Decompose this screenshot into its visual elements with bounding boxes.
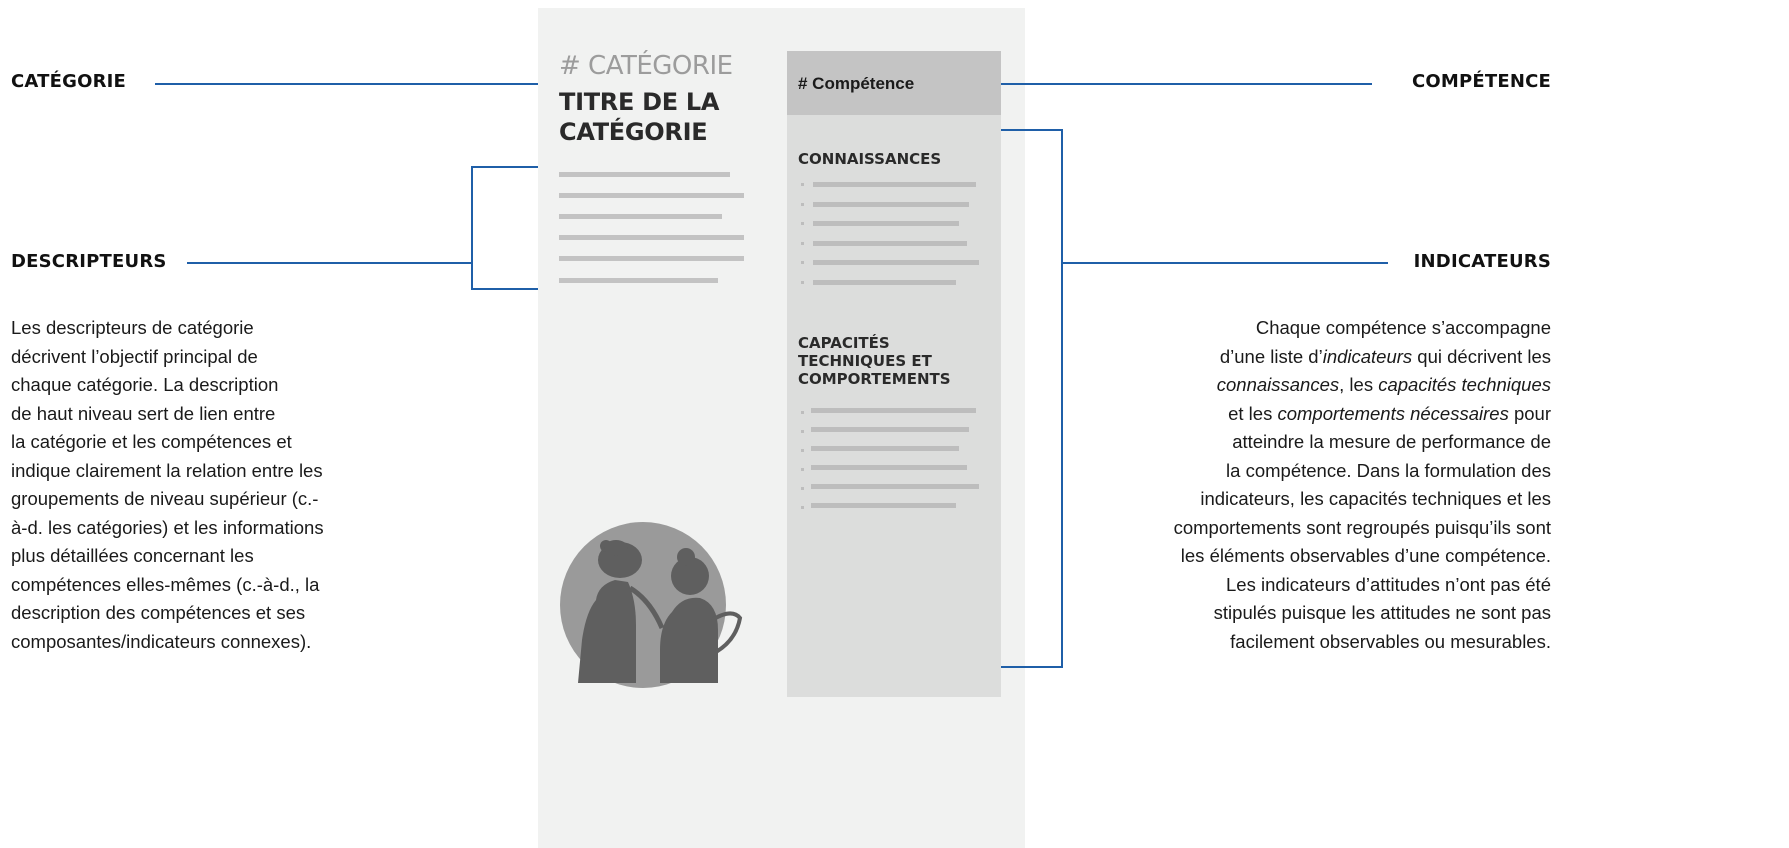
desc-line: indique clairement la relation entre les <box>11 459 323 481</box>
desc-line: chaque catégorie. La description <box>11 374 279 395</box>
label-categorie: CATÉGORIE <box>11 71 127 92</box>
placeholder-line <box>559 193 744 198</box>
desc-line: comportements sont regroupés puisqu’ils … <box>1173 516 1551 538</box>
placeholder-line <box>559 214 722 219</box>
desc-line: et les comportements nécessaires pour <box>1228 402 1551 424</box>
competence-header-text: # Compétence <box>798 74 915 93</box>
desc-line: Chaque compétence s’accompagne <box>1255 317 1551 338</box>
desc-line: indicateurs, les capacités techniques et… <box>1200 488 1551 509</box>
desc-line: connaissances, les capacités techniques <box>1216 374 1551 395</box>
placeholder-line <box>559 235 744 240</box>
label-descripteurs: DESCRIPTEURS <box>11 251 167 272</box>
label-competence: COMPÉTENCE <box>1411 71 1551 92</box>
competence-header <box>787 51 1001 115</box>
placeholder-line <box>559 172 730 177</box>
bracket-descripteurs <box>471 166 538 290</box>
desc-line: facilement observables ou mesurables. <box>1230 630 1551 652</box>
section-skills-title: CAPACITÉS TECHNIQUES ET COMPORTEMENTS <box>798 334 951 388</box>
two-people-icon <box>560 522 743 688</box>
desc-line: Les descripteurs de catégorie <box>11 317 254 338</box>
desc-line: décrivent l’objectif principal de <box>11 345 258 367</box>
descripteurs-description: Les descripteurs de catégorie décrivent … <box>11 314 324 656</box>
desc-line: description des compétences et ses <box>11 602 306 623</box>
category-title: TITRE DE LA CATÉGORIE <box>559 88 720 146</box>
bracket-indicateurs <box>1001 129 1063 668</box>
category-number: # CATÉGORIE <box>559 51 733 81</box>
placeholder-line <box>559 278 718 283</box>
desc-line: les éléments observables d’une compétenc… <box>1180 545 1551 566</box>
placeholder-line <box>559 256 744 261</box>
label-indicateurs: INDICATEURS <box>1413 251 1551 272</box>
desc-line: la catégorie et les compétences et <box>11 431 292 452</box>
desc-line: compétences elles-mêmes (c.-à-d., la <box>11 573 320 595</box>
desc-line: d’une liste d’indicateurs qui décrivent … <box>1219 345 1551 367</box>
desc-line: composantes/indicateurs connexes). <box>11 630 312 652</box>
competence-column <box>787 51 1001 697</box>
desc-line: la compétence. Dans la formulation des <box>1226 459 1551 481</box>
desc-line: à-d. les catégories) et les informations <box>11 516 324 538</box>
desc-line: stipulés puisque les attitudes ne sont p… <box>1213 602 1551 623</box>
indicateurs-description: Chaque compétence s’accompagne d’une lis… <box>1174 314 1551 656</box>
section-knowledge-title: CONNAISSANCES <box>798 150 942 168</box>
desc-line: atteindre la mesure de performance de <box>1232 431 1551 452</box>
desc-line: Les indicateurs d’attitudes n’ont pas ét… <box>1226 573 1551 595</box>
desc-line: de haut niveau sert de lien entre <box>11 402 276 424</box>
desc-line: groupements de niveau supérieur (c.- <box>11 488 319 509</box>
desc-line: plus détaillées concernant les <box>11 545 254 566</box>
